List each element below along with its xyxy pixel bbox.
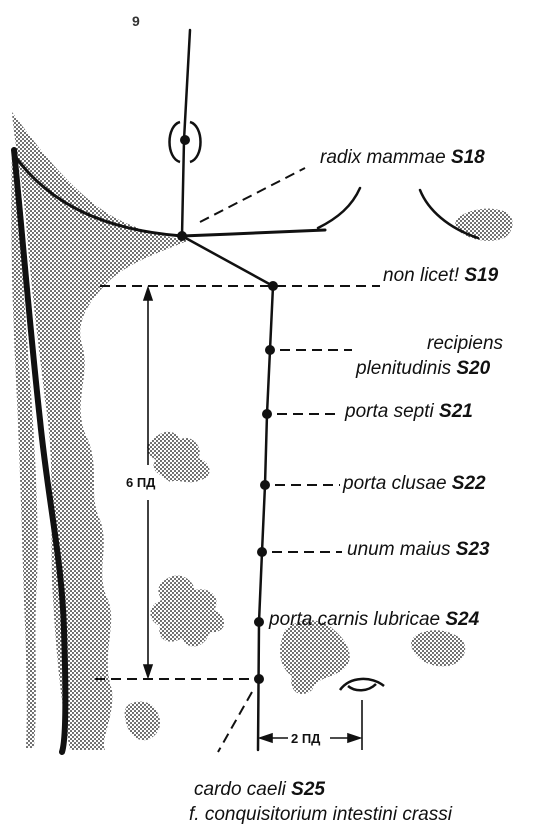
point-s23: [257, 547, 267, 557]
shading-blob-far-right: [411, 630, 465, 666]
label-s20-line1: recipiens: [427, 333, 504, 354]
point-s24: [254, 617, 264, 627]
page-number: 9: [132, 13, 140, 29]
navel-symbol: [340, 679, 384, 690]
navel-lower: [348, 684, 376, 690]
label-s24: porta carnis lubricae S24: [268, 609, 480, 630]
leader-s25: [218, 692, 252, 752]
shading-breast-right: [455, 209, 512, 241]
dim-h-arrow-right: [348, 734, 360, 742]
point-s20: [265, 345, 275, 355]
point-s18-nipple: [180, 135, 190, 145]
measure-2-pd: 2 ПД: [291, 731, 321, 746]
point-s25: [254, 674, 264, 684]
label-s20-line2: plenitudinis S20: [355, 358, 491, 379]
point-s18-root: [177, 231, 187, 241]
leader-s18: [200, 168, 305, 222]
navel-lid: [340, 679, 384, 690]
label-s23: unum maius S23: [347, 539, 490, 560]
label-s21: porta septi S21: [344, 401, 473, 422]
dim-v-arrow-top: [144, 288, 152, 300]
shading-blob-lower-right: [280, 620, 350, 694]
shading: [11, 112, 512, 750]
measure-6-pd: 6 ПД: [126, 475, 156, 490]
dim-v-arrow-bottom: [144, 665, 152, 677]
shading-blob-mid: [147, 432, 209, 483]
label-s19: non licet! S19: [383, 265, 499, 286]
nipple-arc-right: [190, 122, 201, 162]
nipple-arc-left: [170, 122, 181, 162]
label-s25-subtitle: f. conquisitorium intestini crassi: [189, 804, 453, 825]
label-s22: porta clusae S22: [342, 473, 486, 494]
point-s22: [260, 480, 270, 490]
label-s18: radix mammae S18: [320, 147, 485, 168]
point-s21: [262, 409, 272, 419]
breast-curve-left: [318, 188, 360, 228]
dim-h-arrow-left: [260, 734, 272, 742]
label-s25: cardo caeli S25: [194, 779, 325, 800]
shading-blob-low: [150, 575, 224, 646]
shading-bottom-left: [125, 702, 160, 741]
